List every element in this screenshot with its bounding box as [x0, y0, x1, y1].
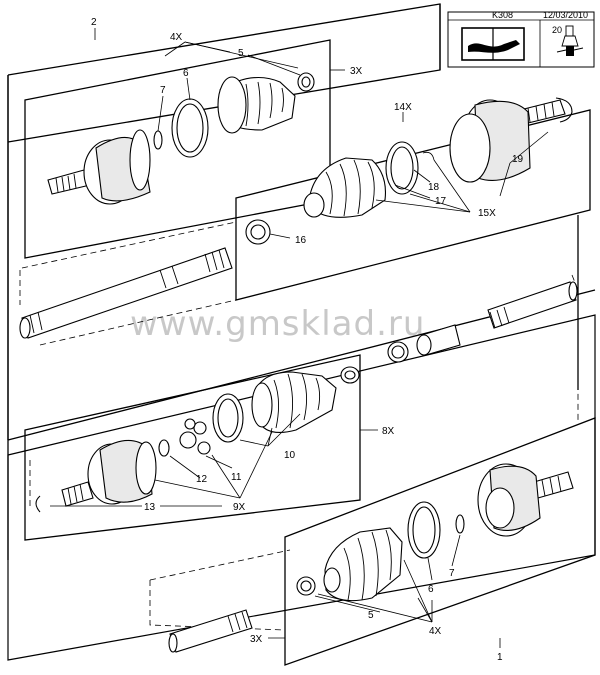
callout-5-top: 5	[238, 48, 244, 59]
callout-4x-top: 4X	[170, 32, 183, 43]
clamp-ring-bottom	[296, 576, 316, 596]
frame-left-outer	[7, 75, 579, 440]
clamp-ring-bottom-left	[340, 366, 360, 384]
callout-3x-top: 3X	[350, 66, 363, 77]
tripod-housing-13	[61, 439, 157, 507]
boot-17	[303, 157, 387, 218]
callout-3x-bottom: 3X	[250, 634, 263, 645]
callout-1: 1	[497, 652, 503, 663]
watermark: www.gmsklad.ru	[130, 304, 425, 344]
leader-lines	[50, 28, 549, 648]
callout-6-top: 6	[183, 68, 189, 79]
callout-8x: 8X	[382, 426, 395, 437]
clamp-6-bottom	[407, 501, 441, 559]
clamp-ring-top	[297, 72, 315, 92]
callout-12: 12	[196, 474, 208, 485]
callout-9x: 9X	[233, 502, 246, 513]
diagram-code: K308	[492, 10, 513, 20]
outer-cv-joint-top	[47, 129, 151, 205]
clamp-16	[245, 219, 271, 245]
callout-18: 18	[428, 182, 440, 193]
special-tool-number: 20	[552, 25, 562, 35]
circlip-12	[158, 439, 170, 457]
boot-10	[251, 371, 337, 433]
snap-ring-13	[35, 495, 41, 513]
bush-center	[416, 324, 461, 356]
circlip-7-top	[153, 130, 163, 150]
header-panel: K308 12/03/2010 20	[447, 10, 595, 68]
callout-15x: 15X	[478, 208, 496, 219]
drive-shaft-left	[19, 247, 233, 339]
clamp-18	[385, 141, 419, 195]
snap-ring-top-right	[555, 97, 573, 123]
callout-7-top: 7	[160, 85, 166, 96]
tripod-spider-11	[179, 418, 211, 455]
boot-5-bottom	[323, 527, 403, 602]
frame-inner-joint-bottom	[24, 354, 361, 541]
drive-shaft-right-lower	[168, 609, 253, 653]
callout-10: 10	[284, 450, 296, 461]
circlip-7-bottom	[455, 514, 465, 534]
callout-6-bottom: 6	[428, 584, 434, 595]
diagram-date: 12/03/2010	[543, 10, 588, 20]
callout-2: 2	[91, 17, 97, 28]
callout-4x-bottom: 4X	[429, 626, 442, 637]
callout-11: 11	[231, 472, 242, 483]
outer-cv-joint-bottom	[477, 463, 574, 537]
clamp-10	[212, 393, 244, 443]
repair-manual-icon	[461, 27, 525, 61]
callout-7-bottom: 7	[449, 568, 455, 579]
callout-13: 13	[144, 502, 156, 513]
clamp-center	[387, 341, 409, 363]
callout-labels: 2 4X 5 3X 6 7 14X 19 18 17 15X 16 8X 10 …	[91, 17, 524, 663]
callout-5-bottom: 5	[368, 610, 374, 621]
boot-5-top	[217, 76, 296, 134]
callout-14x: 14X	[394, 102, 412, 113]
snap-ring-top	[422, 151, 435, 161]
special-tool-icon	[556, 25, 584, 56]
callout-19: 19	[512, 154, 524, 165]
frame-outer-joint-bottom	[284, 417, 596, 666]
inner-joint-housing-19	[449, 99, 566, 183]
phantom-lines	[19, 221, 579, 631]
clamp-6-top	[171, 98, 209, 158]
callout-17: 17	[435, 196, 447, 207]
drive-shaft-right-upper	[487, 281, 578, 329]
callout-16: 16	[295, 235, 307, 246]
